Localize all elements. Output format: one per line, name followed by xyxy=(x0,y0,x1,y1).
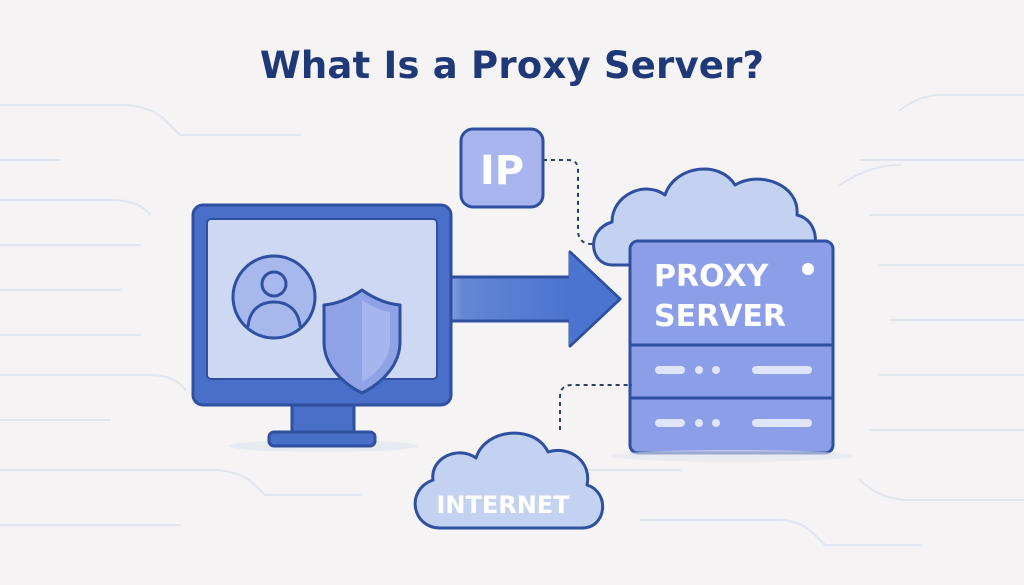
proxy-server-label-line1: PROXY xyxy=(654,259,770,294)
server-drive-bay xyxy=(655,419,812,427)
page-title: What Is a Proxy Server? xyxy=(259,44,765,87)
computer-monitor-icon xyxy=(191,203,453,452)
internet-cloud-icon: INTERNET xyxy=(413,431,604,530)
user-avatar-icon xyxy=(231,254,317,340)
proxy-server-icon: PROXY SERVER xyxy=(612,239,852,462)
shield-icon xyxy=(322,288,402,395)
server-drive-bay xyxy=(655,366,812,374)
ip-badge: IP xyxy=(459,127,545,209)
internet-cloud-label: INTERNET xyxy=(436,491,570,519)
server-status-light xyxy=(802,263,814,275)
internet-connector-line xyxy=(559,384,632,430)
ip-badge-label: IP xyxy=(480,148,524,194)
proxy-server-label-line2: SERVER xyxy=(654,299,786,334)
